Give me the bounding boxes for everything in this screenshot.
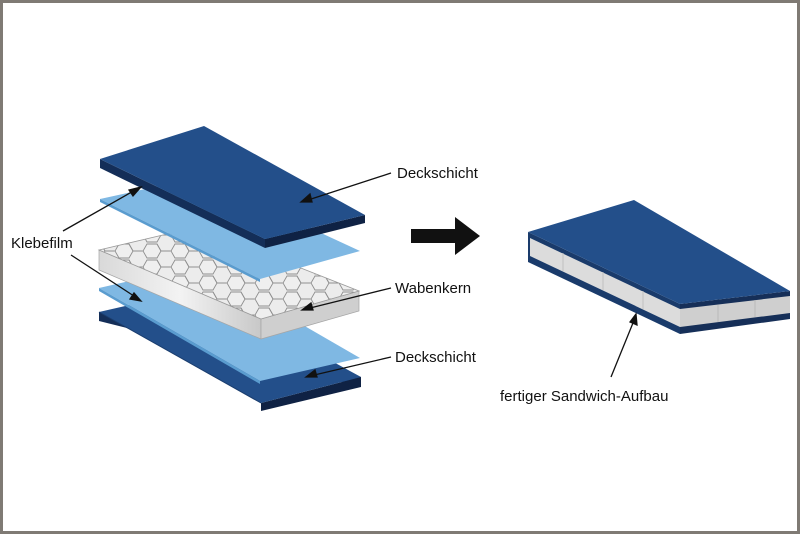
label-top-layer: Deckschicht [397,165,479,182]
leader-adhesive-lower [70,254,138,299]
label-adhesive: Klebefilm [11,235,73,252]
arrow-right-icon [411,217,480,255]
label-bottom-layer: Deckschicht [395,349,477,366]
leader-bottom-layer [309,356,392,377]
leader-core [305,287,392,310]
sandwich-diagram: Deckschicht Klebefilm Wabenkern Deckschi… [11,126,790,411]
label-result: fertiger Sandwich-Aufbau [500,388,668,405]
top-face-sheet [100,126,365,248]
finished-sandwich-panel [528,200,790,334]
label-core: Wabenkern [395,280,471,297]
leader-top-layer [304,172,392,202]
leader-lines [62,172,638,378]
leader-result [610,317,636,378]
honeycomb-core [97,226,361,340]
leader-adhesive-upper [62,188,138,232]
